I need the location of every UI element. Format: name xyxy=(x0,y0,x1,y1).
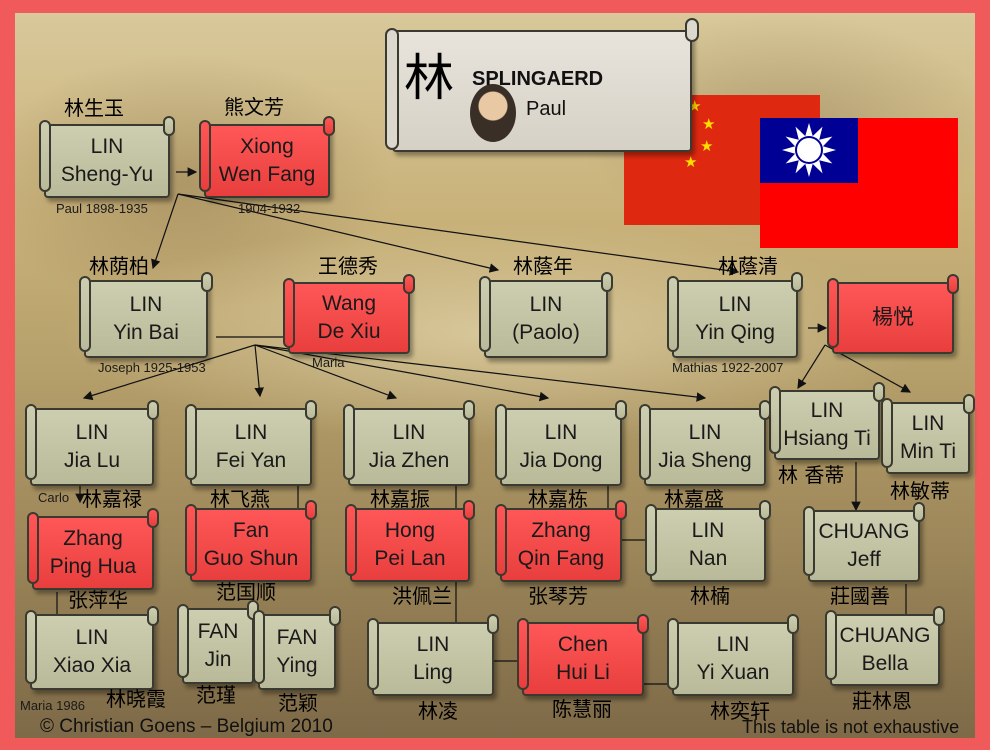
chinese-name: 林蔭清 xyxy=(718,254,778,278)
taiwan-flag-icon xyxy=(760,118,958,248)
chinese-name: 林生玉 xyxy=(64,96,124,120)
title-given-name: Paul xyxy=(526,98,567,120)
disclaimer-text: This table is not exhaustive xyxy=(742,717,960,737)
person-note: Maria xyxy=(312,355,345,370)
person-lin-paolo: LIN(Paolo) xyxy=(479,272,613,358)
chinese-name: 洪佩兰 xyxy=(392,584,452,608)
chinese-name: 陈慧丽 xyxy=(552,697,612,721)
chinese-name: 林奕轩 xyxy=(710,699,770,723)
title-scroll: 林 SPLINGAERD Paul xyxy=(385,18,699,152)
person-note: Maria 1986 xyxy=(20,698,86,713)
portrait-icon xyxy=(470,84,516,142)
chinese-name: 林嘉振 xyxy=(370,487,430,511)
chinese-name: 林晓霞 xyxy=(106,687,166,711)
title-surname: SPLINGAERD xyxy=(472,68,604,90)
copyright-text: © Christian Goens – Belgium 2010 xyxy=(40,716,333,737)
person-note: Joseph 1925-1953 xyxy=(98,360,206,375)
person-note: 1904-1932 xyxy=(238,201,301,216)
chinese-name: 林嘉栋 xyxy=(528,487,588,511)
chinese-name: 张琴芳 xyxy=(528,584,588,608)
person-note: Paul 1898-1935 xyxy=(56,201,148,216)
chinese-name: 林敏蒂 xyxy=(890,479,950,503)
chinese-name: 林飞燕 xyxy=(210,487,270,511)
chinese-name: 林荫柏 xyxy=(89,254,149,278)
chinese-name: 林 香蒂 xyxy=(778,463,845,487)
chinese-name: 莊國善 xyxy=(830,584,890,608)
chinese-name: 林楠 xyxy=(690,584,730,608)
chinese-name: 莊林恩 xyxy=(852,689,912,713)
person-yang-yue: 楊悦 xyxy=(827,274,959,354)
title-chinese-surname: 林 xyxy=(404,49,454,107)
chinese-name: 林嘉盛 xyxy=(664,487,724,511)
chinese-name: 范国顺 xyxy=(216,580,276,604)
person-note: Carlo xyxy=(38,490,70,505)
chinese-name: 林嘉禄 xyxy=(82,487,142,511)
chinese-name: 熊文芳 xyxy=(224,95,284,119)
chinese-name: 林凌 xyxy=(418,699,458,723)
chinese-name: 范颖 xyxy=(278,691,318,715)
chinese-name: 王德秀 xyxy=(318,254,378,278)
chinese-name: 林蔭年 xyxy=(513,254,573,278)
chinese-name: 范瑾 xyxy=(196,683,236,707)
person-note: Mathias 1922-2007 xyxy=(672,360,784,375)
chinese-name: 张萍华 xyxy=(68,588,128,612)
